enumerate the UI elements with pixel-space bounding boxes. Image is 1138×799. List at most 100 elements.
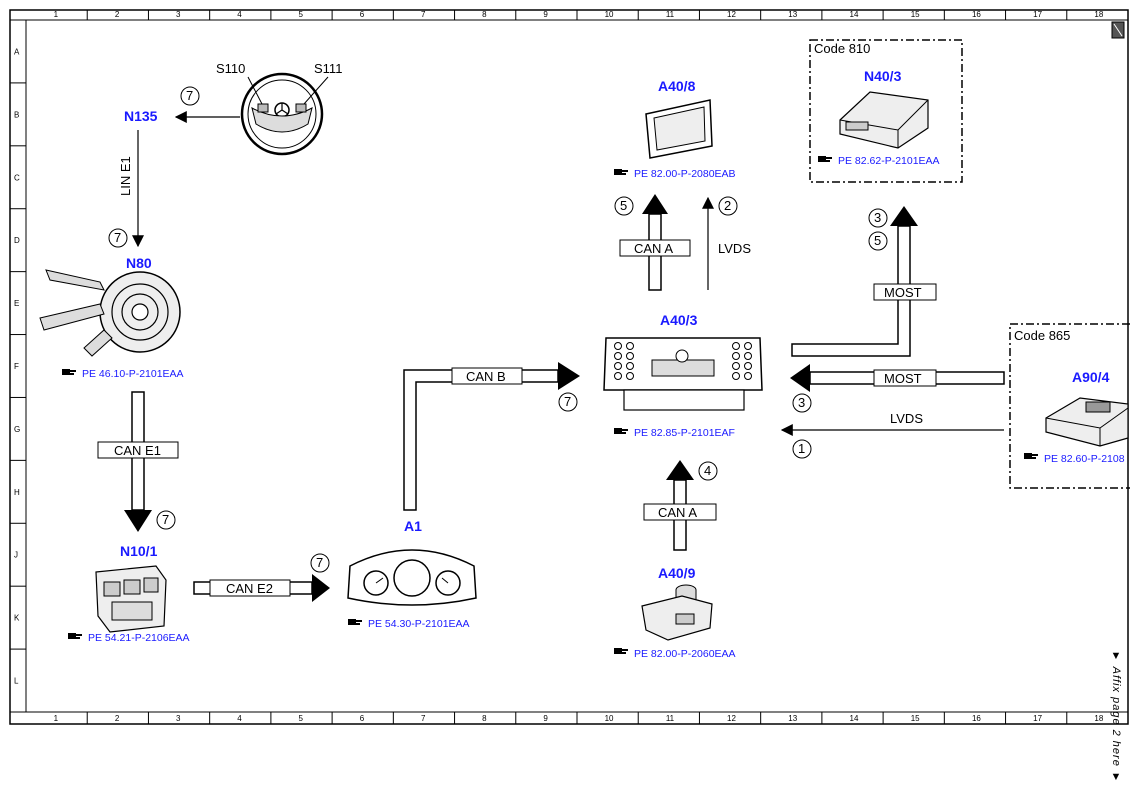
grid-column-label: 10 — [605, 714, 614, 723]
svg-text:7: 7 — [162, 512, 169, 527]
n40-3-reference: PE 82.62-P-2101EAA — [818, 155, 940, 167]
grid-row-label: C — [14, 173, 20, 182]
lvds-right-label: LVDS — [890, 411, 923, 426]
grid-row-label: L — [14, 677, 19, 686]
s111-label: S111 — [314, 61, 342, 76]
a90-4-label: A90/4 — [1072, 369, 1110, 385]
pointing-hand-icon — [614, 428, 628, 434]
marker-7-can-e2: 7 — [310, 553, 330, 573]
affix-page-note: ▼ Affix page 2 here ▼ — [1110, 650, 1122, 784]
grid-column-label: 3 — [176, 10, 181, 19]
grid-column-label: 17 — [1033, 714, 1042, 723]
grid-column-label: 14 — [850, 10, 859, 19]
pointing-hand-icon — [348, 619, 362, 625]
grid-column-label: 12 — [727, 714, 736, 723]
svg-text:1: 1 — [798, 441, 805, 456]
marker-7-can-b: 7 — [558, 392, 578, 412]
a40-8-reference: PE 82.00-P-2080EAB — [614, 168, 736, 180]
can-e2-arrow: CAN E2 — [193, 574, 330, 602]
pointing-hand-icon — [62, 369, 76, 375]
svg-text:PE 82.85-P-2101EAF: PE 82.85-P-2101EAF — [634, 427, 735, 439]
grid-column-label: 16 — [972, 714, 981, 723]
can-a-bottom-label: CAN A — [658, 505, 697, 520]
svg-text:PE 82.00-P-2060EAA: PE 82.00-P-2060EAA — [634, 648, 736, 660]
book-icon — [1111, 21, 1125, 39]
can-a-top-arrow: CAN A — [619, 194, 691, 291]
grid-column-label: 17 — [1033, 10, 1042, 19]
svg-text:7: 7 — [564, 394, 571, 409]
grid-column-label: 15 — [911, 10, 920, 19]
svg-text:PE 82.00-P-2080EAB: PE 82.00-P-2080EAB — [634, 168, 736, 180]
grid-column-label: 5 — [299, 10, 304, 19]
n80-label: N80 — [126, 255, 152, 271]
svg-text:PE 46.10-P-2101EAA: PE 46.10-P-2101EAA — [82, 368, 184, 380]
pointing-hand-icon — [68, 633, 82, 639]
a1-reference: PE 54.30-P-2101EAA — [348, 618, 470, 630]
svg-text:3: 3 — [798, 395, 805, 410]
grid-column-label: 18 — [1094, 714, 1103, 723]
most-right-label: MOST — [884, 371, 922, 386]
steering-column-module-icon — [39, 269, 181, 357]
a40-8-label: A40/8 — [658, 78, 696, 94]
grid-column-label: 9 — [543, 10, 548, 19]
head-unit-icon — [603, 337, 763, 411]
svg-text:2: 2 — [724, 198, 731, 213]
n80-reference: PE 46.10-P-2101EAA — [62, 368, 184, 380]
can-e2-label: CAN E2 — [226, 581, 273, 596]
grid-column-label: 8 — [482, 10, 487, 19]
code-810-box: Code 810 — [809, 39, 963, 183]
svg-text:PE 54.21-P-2106EAA: PE 54.21-P-2106EAA — [88, 632, 190, 644]
a1-label: A1 — [404, 518, 422, 534]
n135-label: N135 — [124, 108, 158, 124]
marker-7-wheel: 7 — [180, 86, 200, 106]
grid-column-label: 4 — [237, 714, 242, 723]
display-icon — [645, 99, 713, 159]
most-right-arrow: MOST — [790, 364, 1005, 392]
grid-row-label: D — [14, 236, 20, 245]
sam-module-icon — [95, 565, 167, 633]
svg-text:PE 54.30-P-2101EAA: PE 54.30-P-2101EAA — [368, 618, 470, 630]
grid-column-label: 14 — [850, 714, 859, 723]
grid-column-label: 13 — [788, 10, 797, 19]
svg-text:4: 4 — [704, 463, 711, 478]
marker-2-top: 2 — [718, 196, 738, 216]
svg-text:7: 7 — [114, 230, 121, 245]
grid-row-label: K — [14, 614, 20, 623]
marker-1-right: 1 — [792, 439, 812, 459]
grid-column-label: 6 — [360, 10, 365, 19]
grid-column-label: 1 — [54, 10, 59, 19]
grid-row-label: E — [14, 299, 19, 308]
a90-4-reference: PE 82.60-P-2108 — [1024, 453, 1125, 465]
controller-knob-icon — [641, 584, 713, 641]
pointing-hand-icon — [614, 648, 628, 654]
code-865-box: Code 865 — [1009, 323, 1130, 489]
tuner-module-icon — [1045, 397, 1129, 447]
n40-3-label: N40/3 — [864, 68, 902, 84]
grid-row-label: G — [14, 425, 20, 434]
pointing-hand-icon — [1024, 453, 1038, 459]
pointing-hand-icon — [818, 156, 832, 162]
a40-9-label: A40/9 — [658, 565, 696, 581]
most-top-arrow: MOST — [791, 206, 937, 357]
grid-column-label: 18 — [1094, 10, 1103, 19]
grid-column-label: 1 — [54, 714, 59, 723]
lvds-top-label: LVDS — [718, 241, 751, 256]
s110-label: S110 — [216, 61, 245, 76]
n10-1-reference: PE 54.21-P-2106EAA — [68, 632, 190, 644]
can-a-top-label: CAN A — [634, 241, 673, 256]
grid-column-label: 11 — [666, 714, 675, 723]
can-e1-label: CAN E1 — [114, 443, 161, 458]
grid-column-label: 12 — [727, 10, 736, 19]
svg-text:5: 5 — [874, 233, 881, 248]
steering-wheel-icon — [240, 72, 324, 156]
grid-column-label: 9 — [543, 714, 548, 723]
marker-7-n80: 7 — [108, 228, 128, 248]
grid-row-label: J — [14, 551, 18, 560]
svg-text:PE 82.62-P-2101EAA: PE 82.62-P-2101EAA — [838, 155, 940, 167]
svg-text:PE 82.60-P-2108: PE 82.60-P-2108 — [1044, 453, 1125, 465]
marker-5-most: 5 — [868, 231, 888, 251]
instrument-cluster-icon — [347, 549, 477, 606]
grid-column-label: 3 — [176, 714, 181, 723]
code-865-label: Code 865 — [1014, 328, 1070, 343]
